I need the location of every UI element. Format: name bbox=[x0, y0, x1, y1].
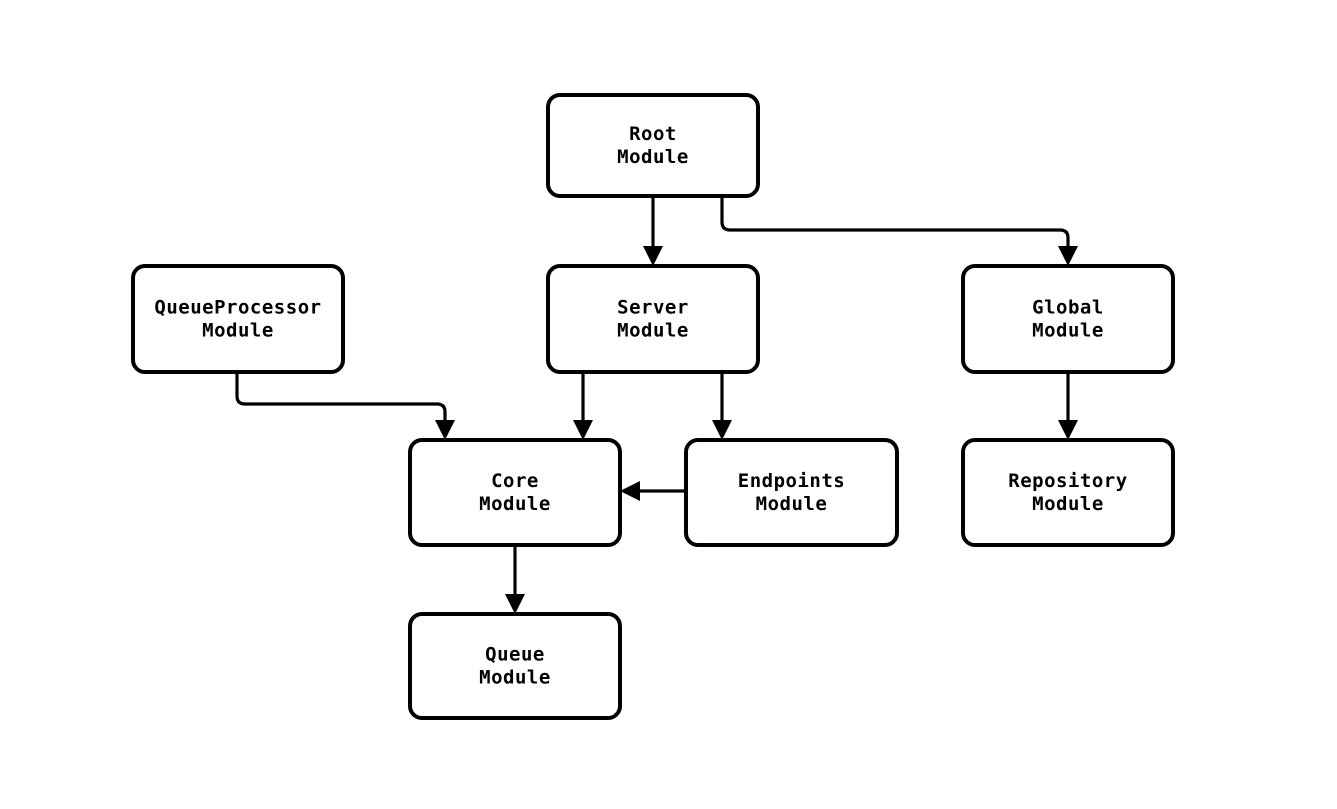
edge-server-to-core bbox=[573, 372, 593, 440]
node-box[interactable] bbox=[408, 438, 622, 547]
node-label-line1: Repository bbox=[1008, 470, 1127, 492]
node-box[interactable] bbox=[684, 438, 899, 547]
edge-line bbox=[235, 372, 447, 426]
arrowhead-icon bbox=[712, 420, 732, 440]
node-label-line1: Endpoints bbox=[738, 470, 845, 492]
node-label-line1: Server bbox=[617, 297, 689, 319]
edge-root-to-global bbox=[720, 196, 1078, 266]
node-label-line2: Module bbox=[617, 146, 689, 168]
edge-line bbox=[720, 196, 1070, 252]
nodes-layer: RootModuleQueueProcessorModuleServerModu… bbox=[131, 93, 1175, 720]
edge-endpoints-to-core bbox=[620, 481, 686, 501]
node-label-line2: Module bbox=[479, 493, 551, 515]
arrowhead-icon bbox=[1058, 420, 1078, 440]
node-label-line1: Queue bbox=[485, 644, 545, 666]
node-label-line1: Core bbox=[491, 470, 539, 492]
edge-server-to-endpoints bbox=[712, 372, 732, 440]
node-label-line1: Root bbox=[629, 123, 677, 145]
node-label-line1: Global bbox=[1032, 297, 1104, 319]
arrowhead-icon bbox=[643, 246, 663, 266]
node-label-line2: Module bbox=[202, 320, 274, 342]
arrowhead-icon bbox=[573, 420, 593, 440]
arrowhead-icon bbox=[435, 420, 455, 440]
node-label-line2: Module bbox=[617, 320, 689, 342]
edge-root-to-server bbox=[643, 196, 663, 266]
arrowhead-icon bbox=[505, 594, 525, 614]
arrowhead-icon bbox=[620, 481, 640, 501]
node-box[interactable] bbox=[546, 93, 760, 198]
node-box[interactable] bbox=[546, 264, 760, 374]
edge-core-to-queue bbox=[505, 545, 525, 614]
node-label-line2: Module bbox=[1032, 493, 1104, 515]
node-label-line1: QueueProcessor bbox=[154, 297, 321, 319]
arrowhead-icon bbox=[1058, 246, 1078, 266]
edge-queueprocessor-to-core bbox=[235, 372, 455, 440]
node-box[interactable] bbox=[131, 264, 345, 374]
node-box[interactable] bbox=[408, 612, 622, 720]
edges-layer bbox=[235, 196, 1078, 614]
node-label-line2: Module bbox=[479, 667, 551, 689]
node-box[interactable] bbox=[961, 264, 1175, 374]
node-label-line2: Module bbox=[756, 493, 828, 515]
edge-global-to-repository bbox=[1058, 372, 1078, 440]
node-label-line2: Module bbox=[1032, 320, 1104, 342]
node-box[interactable] bbox=[961, 438, 1175, 547]
